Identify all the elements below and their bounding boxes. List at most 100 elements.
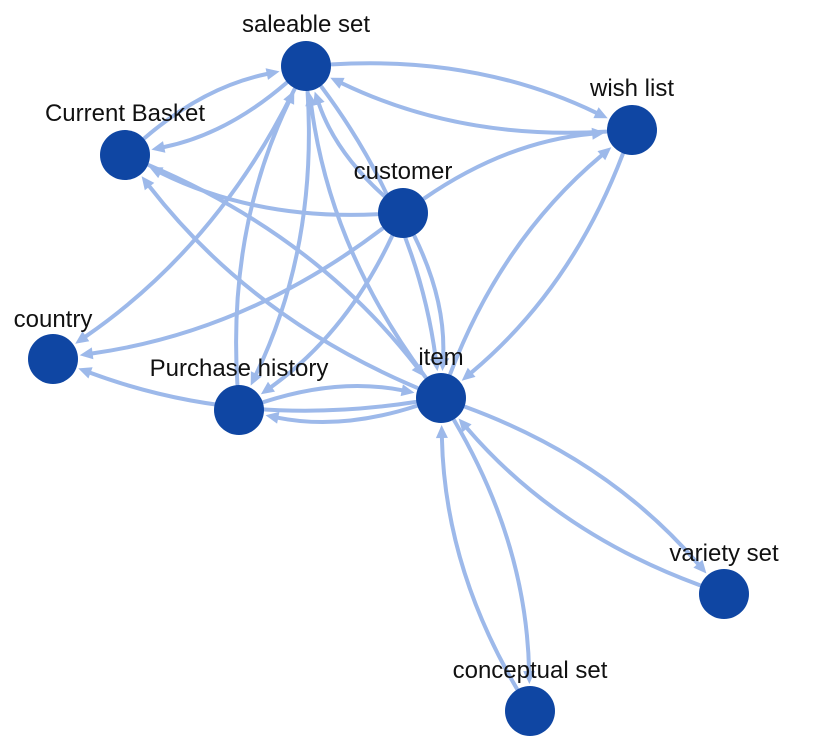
arrowhead [411, 362, 425, 377]
node-circle[interactable] [416, 373, 466, 423]
edge-line [422, 131, 595, 201]
node-circle[interactable] [699, 569, 749, 619]
edge-customer-to-purchase [260, 234, 394, 395]
edge-line [83, 87, 297, 339]
node-label: country [14, 306, 93, 333]
node-label: saleable set [242, 11, 370, 38]
arrowhead [597, 147, 612, 161]
arrowhead [437, 357, 450, 371]
edge-item-to-purchase [265, 404, 419, 425]
node-country[interactable]: country [14, 306, 93, 384]
node-label: variety set [669, 540, 779, 567]
edge-conceptual-to-item [435, 425, 519, 691]
edge-line [412, 234, 446, 361]
edge-item-to-conceptual [452, 418, 536, 684]
edge-line [316, 101, 386, 198]
arrowhead [75, 331, 90, 344]
arrowhead [693, 559, 707, 574]
edge-line [463, 404, 700, 566]
arrowhead [151, 141, 166, 153]
edge-item-to-wish [448, 147, 612, 376]
node-label: wish list [589, 75, 674, 102]
arrowhead [461, 367, 476, 381]
arrowhead [79, 347, 94, 360]
edge-line [254, 90, 311, 376]
node-saleable[interactable]: saleable set [242, 11, 370, 91]
node-circle[interactable] [28, 334, 78, 384]
edge-saleable-to-purchase [250, 90, 311, 386]
edge-line [309, 103, 428, 380]
node-variety[interactable]: variety set [669, 540, 779, 619]
arrowhead [283, 90, 295, 105]
edge-line [452, 418, 532, 673]
edge-wish-to-saleable [330, 77, 608, 135]
node-circle[interactable] [378, 188, 428, 238]
arrowhead [78, 367, 93, 379]
arrowhead [458, 418, 472, 433]
node-circle[interactable] [281, 41, 331, 91]
edge-line [469, 152, 625, 375]
node-circle[interactable] [505, 686, 555, 736]
edge-customer-to-item [412, 234, 450, 371]
node-label: item [418, 344, 463, 371]
edge-purchase-to-item [261, 383, 415, 404]
node-label: Purchase history [150, 355, 329, 382]
edge-basket-to-saleable [142, 68, 280, 140]
edge-line [158, 170, 379, 217]
edge-saleable-to-wish [330, 61, 608, 119]
edge-wish-to-item [461, 152, 625, 381]
arrowhead [330, 77, 345, 89]
edge-purchase-to-saleable [234, 90, 295, 386]
arrowhead [265, 411, 280, 424]
edge-line [261, 383, 404, 404]
arrowhead [593, 107, 608, 119]
edge-saleable-to-country [75, 87, 297, 344]
edge-customer-to-saleable [313, 91, 386, 198]
node-label: customer [354, 158, 453, 185]
edge-variety-to-item [458, 418, 702, 588]
edge-line [90, 226, 385, 356]
node-circle[interactable] [100, 130, 150, 180]
node-customer[interactable]: customer [354, 158, 453, 238]
arrowhead [591, 127, 606, 140]
node-circle[interactable] [214, 385, 264, 435]
node-label: conceptual set [453, 657, 608, 684]
edge-item-to-basket [141, 176, 420, 390]
node-item[interactable]: item [416, 344, 466, 423]
arrowhead [400, 384, 415, 397]
edge-line [234, 100, 291, 386]
edge-line [276, 404, 419, 425]
edge-line [146, 163, 419, 369]
node-purchase[interactable]: Purchase history [150, 355, 329, 435]
arrowhead [260, 381, 275, 395]
edge-line [147, 184, 420, 390]
arrowhead [313, 91, 325, 106]
edge-line [142, 72, 269, 140]
arrowhead [141, 176, 155, 191]
edge-line [269, 234, 394, 389]
edge-line [448, 153, 604, 376]
edge-basket-to-item [146, 163, 425, 377]
edge-line [439, 436, 519, 691]
edge-customer-to-wish [422, 127, 606, 201]
edge-line [465, 426, 702, 588]
node-wish[interactable]: wish list [589, 75, 674, 155]
node-conceptual[interactable]: conceptual set [453, 657, 608, 736]
edge-saleable-to-basket [151, 81, 289, 153]
arrowhead [523, 670, 536, 684]
node-circle[interactable] [607, 105, 657, 155]
arrowhead [435, 425, 448, 439]
arrowhead [250, 371, 262, 386]
edge-customer-to-country [79, 226, 385, 360]
edge-item-to-variety [463, 404, 707, 574]
edge-line [162, 81, 289, 149]
edges-layer [75, 61, 707, 691]
edge-customer-to-basket [149, 167, 379, 217]
node-label: Current Basket [45, 100, 205, 127]
edge-line [330, 61, 598, 115]
arrowhead [265, 68, 280, 80]
node-basket[interactable]: Current Basket [45, 100, 205, 180]
edge-line [340, 81, 608, 135]
